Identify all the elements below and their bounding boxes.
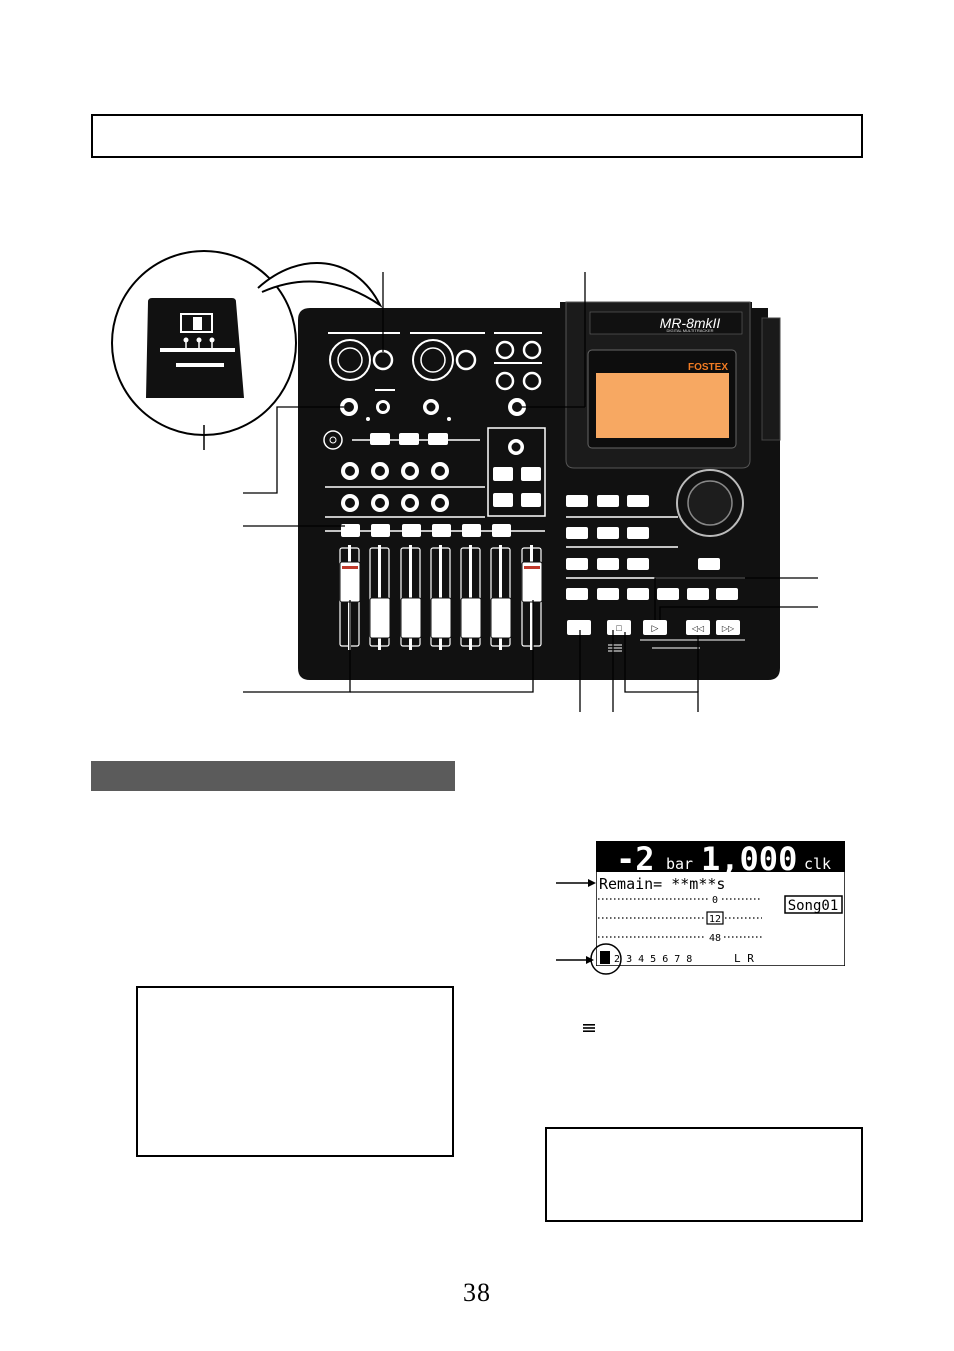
rewind-button[interactable]	[686, 620, 710, 635]
fader-knob-master[interactable]	[521, 561, 543, 603]
xlr-jack-b	[412, 339, 454, 381]
record-button[interactable]	[567, 620, 591, 635]
lcd-screen-backlight	[596, 373, 729, 438]
lcd-display: -2 bar 1,000 clk Remain= **m**s 0 12 48 …	[596, 841, 845, 966]
lcd-level-mid: 12	[709, 914, 721, 925]
recorder-illustration: MR-8mkII DIGITAL MULTITRACKER FOSTEX	[111, 250, 818, 712]
svg-text:□: □	[616, 623, 622, 633]
lcd-song-label: Song01	[788, 898, 839, 914]
model-name: MR-8mkII	[660, 315, 721, 331]
three-bar-icon	[583, 1024, 595, 1032]
svg-text:▷: ▷	[652, 623, 659, 633]
lcd-remain-text: Remain= **m**s	[599, 875, 725, 893]
note-box-left	[136, 986, 454, 1157]
built-in-mic	[323, 430, 343, 450]
lcd-bar-unit: bar	[666, 855, 693, 873]
note-box-right	[545, 1127, 863, 1222]
fast-forward-button[interactable]	[716, 620, 740, 635]
section-heading-bar	[91, 761, 455, 791]
xlr-jack-a	[329, 339, 371, 381]
svg-text:▷▷: ▷▷	[722, 624, 735, 633]
leader-lines	[243, 272, 818, 712]
lcd-track-numbers: 1 2 3 4 5 6 7 8	[602, 954, 692, 965]
lcd-level-top: 0	[712, 895, 718, 906]
lcd-clk-value: 1,000	[701, 841, 797, 878]
model-subtitle: DIGITAL MULTITRACKER	[666, 328, 713, 333]
lcd-lr-label: L R	[734, 952, 754, 965]
brand-logo: FOSTEX	[688, 362, 728, 373]
play-button[interactable]	[643, 620, 667, 635]
recorder-body: MR-8mkII DIGITAL MULTITRACKER FOSTEX	[298, 301, 781, 680]
track-highlight-circle	[590, 943, 622, 975]
lcd-clk-unit: clk	[804, 855, 831, 873]
phone-jack-b	[455, 349, 477, 371]
input-switch-callout	[111, 250, 383, 450]
page-number: 38	[463, 1278, 491, 1307]
phone-jack-a	[372, 349, 394, 371]
title-box	[91, 114, 863, 158]
svg-text:◁◁: ◁◁	[691, 624, 704, 633]
lcd-callout-arrows	[556, 879, 622, 975]
rec-select-button-1[interactable]	[341, 524, 360, 537]
lcd-level-bottom: 48	[709, 933, 721, 944]
lcd-bar-value: -2	[616, 841, 655, 878]
